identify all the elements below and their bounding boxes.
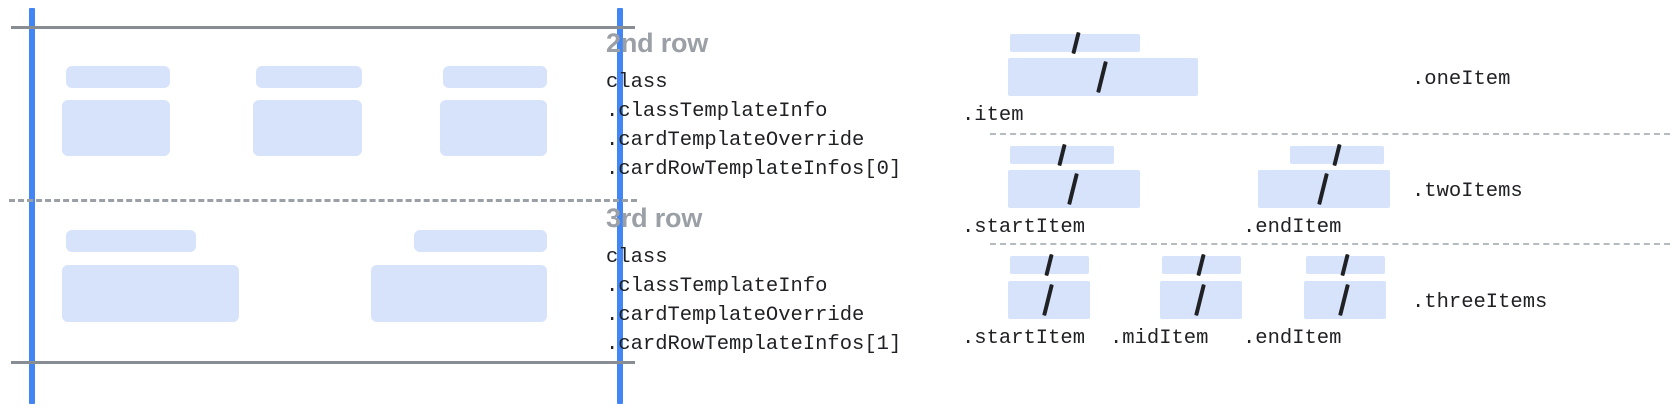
slash-icon — [1317, 172, 1329, 206]
row2-heading: 2nd row — [606, 28, 709, 58]
two-items-end-label: .endItem — [1243, 216, 1342, 239]
three-items-end-box — [1304, 281, 1386, 319]
two-items-start-box — [1008, 170, 1140, 208]
frame-top-border — [11, 26, 635, 29]
row3-heading: 3rd row — [606, 203, 703, 233]
two-items-end-box — [1258, 170, 1390, 208]
slash-icon — [1044, 253, 1054, 277]
one-item-box — [1008, 58, 1198, 96]
item-group-divider-1 — [990, 133, 1670, 135]
row2-col2-bar — [256, 66, 362, 88]
row2-annotation: 2nd row class .classTemplateInfo .cardTe… — [606, 30, 901, 184]
frame-left-edge-line — [29, 8, 35, 404]
slash-icon — [1067, 172, 1079, 206]
row-annotation-column: 2nd row class .classTemplateInfo .cardTe… — [600, 0, 940, 412]
three-items-mid-box — [1160, 281, 1242, 319]
slash-icon — [1057, 143, 1067, 167]
slash-icon — [1042, 283, 1054, 317]
slash-icon — [1196, 253, 1206, 277]
three-items-start-bar — [1010, 253, 1089, 277]
three-items-end-bar — [1306, 253, 1385, 277]
slash-icon — [1071, 31, 1081, 55]
slash-icon — [1332, 143, 1342, 167]
row2-col1-bar — [66, 66, 170, 88]
row3-col2-box — [371, 265, 547, 322]
row2-col3-box — [440, 100, 547, 156]
item-group-divider-2 — [990, 243, 1670, 245]
card-frame-diagram — [0, 0, 640, 412]
row2-col2-box — [253, 100, 362, 156]
two-items-end-bar — [1290, 143, 1384, 167]
three-items-end-label: .endItem — [1243, 327, 1342, 350]
one-item-row-label: .oneItem — [1412, 68, 1511, 91]
slash-icon — [1194, 283, 1206, 317]
slash-icon — [1338, 283, 1350, 317]
row3-annotation: 3rd row class .classTemplateInfo .cardTe… — [606, 205, 901, 359]
row3-col1-bar — [66, 230, 196, 252]
row2-code-path: class .classTemplateInfo .cardTemplateOv… — [606, 71, 902, 182]
three-items-mid-bar — [1162, 253, 1241, 277]
two-items-row-label: .twoItems — [1412, 180, 1523, 203]
item-layout-column: .item .oneItem .startItem .endItem .twoI… — [940, 0, 1676, 412]
two-items-start-bar — [1010, 143, 1114, 167]
one-item-bar — [1010, 31, 1140, 55]
row-divider-dashed — [9, 199, 637, 202]
three-items-mid-label: .midItem — [1110, 327, 1209, 350]
frame-right-edge-line — [617, 8, 623, 404]
row3-col1-box — [62, 265, 239, 322]
slash-icon — [1096, 60, 1108, 94]
one-item-part-label: .item — [962, 104, 1024, 127]
row2-col3-bar — [443, 66, 547, 88]
three-items-row-label: .threeItems — [1412, 291, 1548, 314]
slash-icon — [1340, 253, 1350, 277]
three-items-start-box — [1008, 281, 1090, 319]
two-items-start-label: .startItem — [962, 216, 1086, 239]
three-items-start-label: .startItem — [962, 327, 1086, 350]
row3-col2-bar — [414, 230, 547, 252]
row3-code-path: class .classTemplateInfo .cardTemplateOv… — [606, 246, 902, 357]
row2-col1-box — [62, 100, 170, 156]
frame-bottom-border — [11, 361, 635, 364]
